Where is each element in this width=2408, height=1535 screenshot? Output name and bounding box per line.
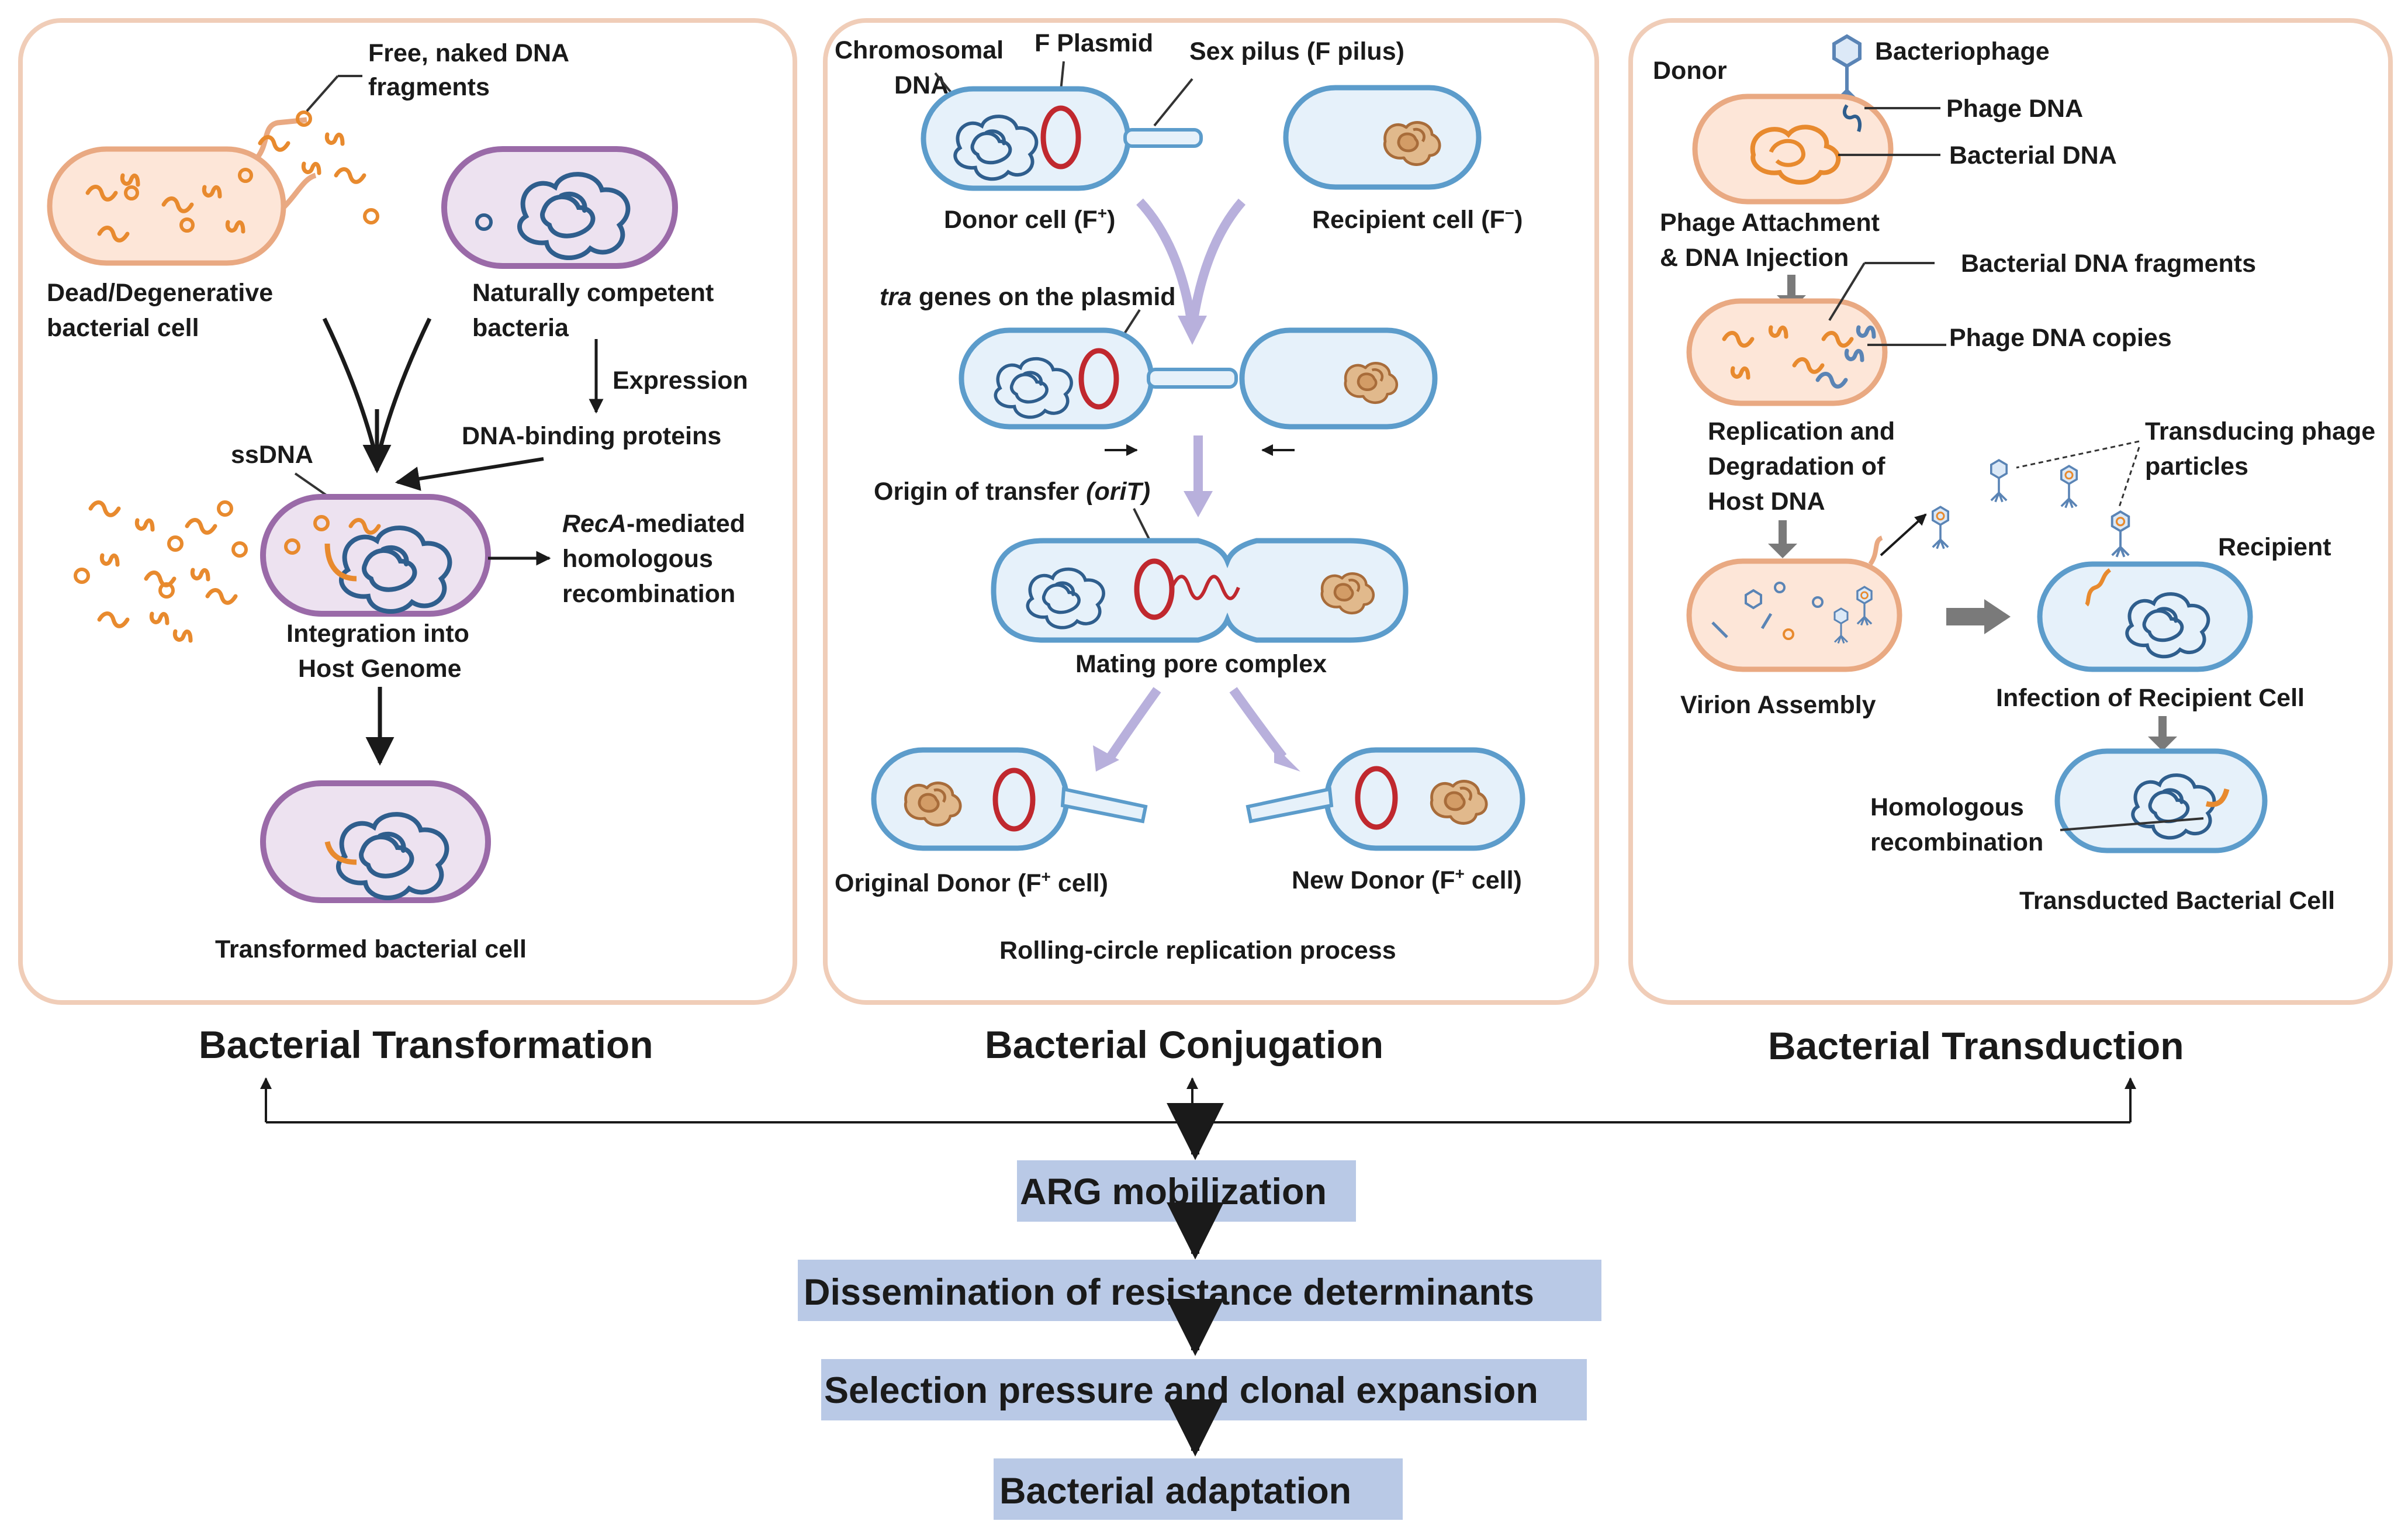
transformation-panel <box>18 18 797 1005</box>
cell-with-fragments <box>1686 298 1888 406</box>
new-donor-cell <box>1245 747 1525 851</box>
new-donor-label: New Donor (F+ cell) <box>1292 865 1522 894</box>
oriT-label: Origin of transfer (oriT) <box>874 478 1150 506</box>
transduction-title: Bacterial Transduction <box>1768 1024 2184 1067</box>
donor-cell <box>921 86 1203 191</box>
tra-genes-label: tra genes on the plasmid <box>880 283 1176 311</box>
transformation-content: Free, naked DNA fragments Dead/Degenerat… <box>47 39 748 963</box>
transducing-label-2: particles <box>2145 452 2248 480</box>
f-plasmid-label: F Plasmid <box>1035 29 1153 57</box>
flow-step-label: Bacterial adaptation <box>999 1471 1351 1512</box>
released-phage-icon <box>2060 465 2078 509</box>
phage-copies-label: Phage DNA copies <box>1949 324 2172 352</box>
transfer-arrow-top <box>1136 198 1246 329</box>
dead-cell-label-1: Dead/Degenerative <box>47 279 273 307</box>
integration-cell <box>260 494 491 617</box>
attachment-label-2: & DNA Injection <box>1660 244 1849 272</box>
recipient-cell-label: Recipient cell (F−) <box>1312 204 1523 234</box>
flow-step-label: Dissemination of resistance determinants <box>804 1272 1534 1313</box>
competent-label-2: bacteria <box>472 314 569 342</box>
reca-label: RecA-mediated <box>562 510 745 538</box>
integration-label-2: Host Genome <box>298 655 462 683</box>
free-dna-label-1: Free, naked DNA <box>368 39 569 67</box>
chromosomal-label-2: DNA <box>894 71 949 99</box>
dead-bacterial-cell <box>47 117 317 266</box>
transfer-arrow-bottom <box>1106 687 1287 760</box>
mating-pore-cells <box>991 538 1409 643</box>
free-dna-pointer <box>306 75 339 112</box>
released-phage-icon <box>1932 506 1949 550</box>
competent-label-1: Naturally competent <box>472 279 714 307</box>
loose-dna-fragments <box>74 500 248 641</box>
recipient-label: Recipient <box>2218 533 2331 561</box>
original-donor-cell <box>871 747 1148 851</box>
flow-step-label: Selection pressure and clonal expansion <box>824 1370 1538 1411</box>
rolling-circle-label: Rolling-circle replication process <box>999 936 1396 964</box>
transformed-cell <box>260 780 491 903</box>
bacterial-dna-label: Bacterial DNA <box>1949 141 2117 170</box>
donor-label: Donor <box>1653 57 1727 85</box>
conjugation-title: Bacterial Conjugation <box>985 1023 1383 1066</box>
homologous-label: homologous <box>562 545 713 573</box>
convergence-connector <box>260 1077 2136 1123</box>
attachment-label-1: Phage Attachment <box>1660 209 1880 237</box>
flow-step-3: Selection pressure and clonal expansion <box>821 1359 1587 1420</box>
transduction-content: Donor Bacteriophage Phage DNA Bacterial … <box>1653 36 2375 915</box>
original-donor-label: Original Donor (F+ cell) <box>835 867 1108 897</box>
conjugation-content: Chromosomal DNA F Plasmid Sex pilus (F p… <box>835 29 1525 964</box>
phage-dna-label: Phage DNA <box>1946 95 2083 123</box>
recombination-label: recombination <box>562 580 735 608</box>
transducted-label: Transducted Bacterial Cell <box>2019 887 2335 915</box>
recipient-cell-top <box>1283 85 1482 190</box>
infection-label: Infection of Recipient Cell <box>1996 684 2305 712</box>
dna-binding-label: DNA-binding proteins <box>462 422 721 450</box>
free-dna-fragments <box>260 110 379 224</box>
donor-cell-label: Donor cell (F+) <box>944 204 1115 234</box>
chromosomal-label-1: Chromosomal <box>835 36 1004 64</box>
bacteriophage-label: Bacteriophage <box>1875 37 2050 65</box>
virion-label: Virion Assembly <box>1680 691 1876 719</box>
donor-cell-infected <box>1692 94 1894 205</box>
flow-step-4: Bacterial adaptation <box>994 1458 1403 1520</box>
ssdna-label: ssDNA <box>231 441 313 469</box>
released-phage-icon <box>1990 459 2008 503</box>
sex-pilus-label: Sex pilus (F pilus) <box>1189 37 1404 65</box>
virion-assembly-cell <box>1686 535 1902 672</box>
homologous-label-2: recombination <box>1870 828 2043 856</box>
flow-step-2: Dissemination of resistance determinants <box>798 1260 1601 1321</box>
free-dna-label-2: fragments <box>368 73 490 101</box>
dead-cell-label-2: bacterial cell <box>47 314 199 342</box>
flow-step-label: ARG mobilization <box>1020 1171 1327 1212</box>
connected-cells <box>959 327 1438 430</box>
replication-label-2: Degradation of <box>1708 452 1885 480</box>
conjugation-panel <box>823 18 1599 1005</box>
flow-step-1: ARG mobilization <box>1017 1160 1356 1222</box>
replication-label-1: Replication and <box>1708 417 1895 445</box>
expression-label: Expression <box>613 367 748 395</box>
transducted-cell <box>2054 748 2268 853</box>
replication-label-3: Host DNA <box>1708 488 1825 516</box>
competent-bacterium <box>441 146 678 269</box>
fragments-label: Bacterial DNA fragments <box>1961 250 2256 278</box>
transformation-title: Bacterial Transformation <box>199 1023 653 1066</box>
transduction-panel <box>1628 18 2393 1005</box>
recipient-cell <box>2037 561 2253 672</box>
mating-pore-label: Mating pore complex <box>1075 650 1327 678</box>
transducing-label-1: Transducing phage <box>2145 417 2375 445</box>
homologous-label-1: Homologous <box>1870 793 2024 821</box>
transformed-label: Transformed bacterial cell <box>215 935 527 963</box>
integration-label-1: Integration into <box>286 620 469 648</box>
